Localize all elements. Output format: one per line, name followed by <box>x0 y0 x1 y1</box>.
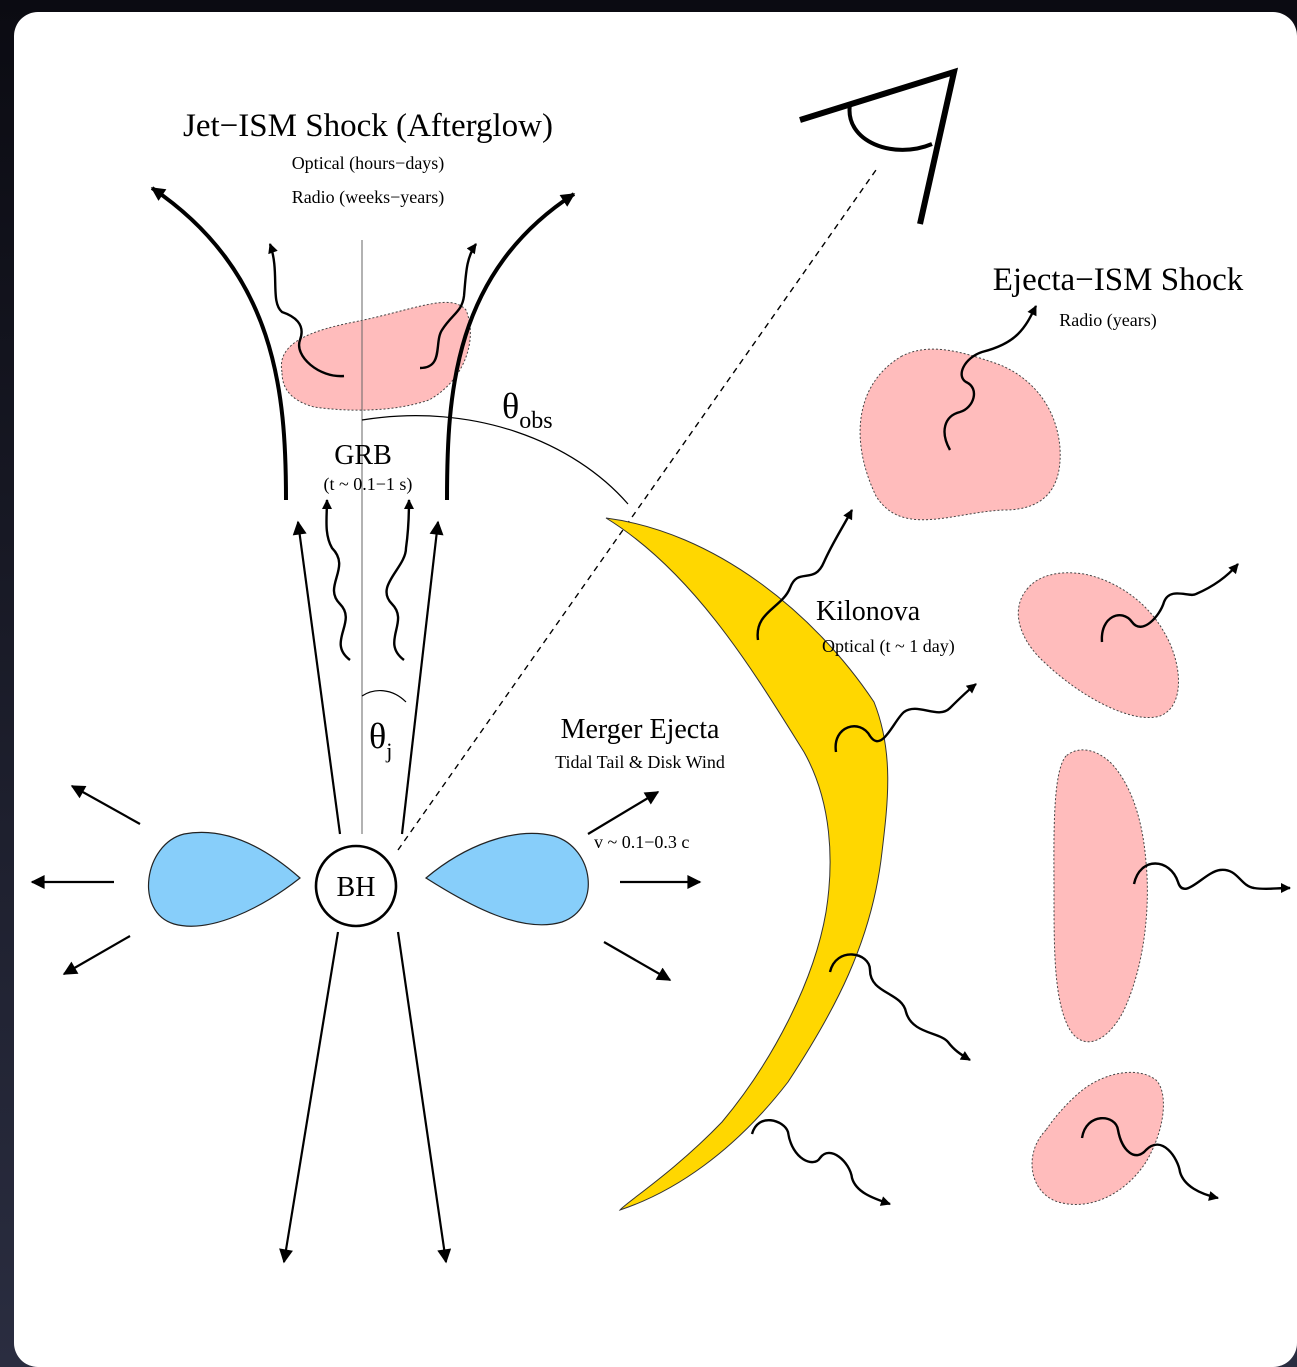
jet-down-arrow-right <box>398 932 446 1262</box>
ejecta-shock-blob-2 <box>1018 573 1178 718</box>
grb-wave-right <box>387 500 409 660</box>
grb-label: GRB <box>334 440 392 471</box>
grb-wave-left <box>326 500 350 660</box>
disk-wind-right-lobe <box>426 833 588 924</box>
diagram-svg: Jet−ISM Shock (Afterglow) Optical (hours… <box>14 12 1297 1367</box>
velocity-label: v ~ 0.1−0.3 c <box>594 832 689 852</box>
ejecta-shock-sublabel: Radio (years) <box>1059 310 1156 331</box>
jet-wall-left-arrow <box>152 188 286 500</box>
theta-j-label: θj <box>369 716 392 763</box>
merger-ejecta-label: Merger Ejecta <box>561 714 720 745</box>
kilonova-label: Kilonova <box>816 596 921 627</box>
diagram-card: Jet−ISM Shock (Afterglow) Optical (hours… <box>14 12 1297 1367</box>
grb-time-label: (t ~ 0.1−1 s) <box>324 474 413 495</box>
disk-wind-left-lobe <box>149 832 300 926</box>
ejecta-shock-blob-4 <box>1032 1072 1163 1204</box>
afterglow-shock-region <box>281 302 470 410</box>
jet-down-arrow-left <box>284 932 338 1262</box>
theta-obs-label: θobs <box>502 386 553 434</box>
afterglow-optical-label: Optical (hours−days) <box>292 153 445 174</box>
outflow-arrow-left-up <box>72 786 140 824</box>
bh-label: BH <box>337 872 376 903</box>
ejecta-shock-label: Ejecta−ISM Shock <box>993 262 1244 298</box>
kilonova-sublabel: Optical (t ~ 1 day) <box>822 636 955 657</box>
ejecta-shock-blob-1 <box>860 349 1060 520</box>
jet-line-right <box>402 522 438 834</box>
ejecta-shock-blob-3 <box>1054 750 1147 1042</box>
kilonova-wave-4 <box>752 1120 890 1204</box>
merger-ejecta-sublabel: Tidal Tail & Disk Wind <box>555 752 725 772</box>
theta-j-arc <box>362 691 406 702</box>
outflow-arrow-right-down <box>604 942 670 980</box>
afterglow-radio-label: Radio (weeks−years) <box>292 187 445 208</box>
eye-icon <box>800 72 954 224</box>
afterglow-title: Jet−ISM Shock (Afterglow) <box>183 108 553 144</box>
outflow-arrow-right-up <box>588 792 658 834</box>
ejecta-shock-wave-3 <box>1134 864 1290 889</box>
kilonova-wave-3 <box>830 954 970 1060</box>
outflow-arrow-left-down <box>64 936 130 974</box>
jet-line-left <box>298 522 340 834</box>
